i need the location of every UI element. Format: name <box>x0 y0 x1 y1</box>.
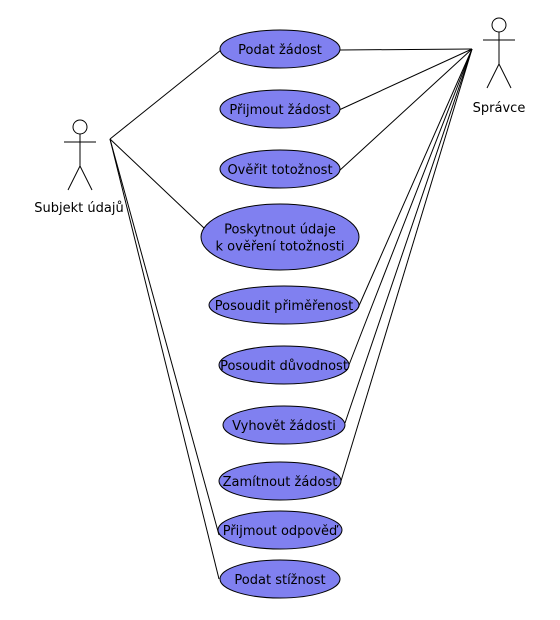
use-case-ellipse <box>219 89 341 129</box>
use-case-label: Podat žádost <box>238 43 322 58</box>
use-case-label: k ověření totožnosti <box>216 240 345 255</box>
use-case-posoudit-primerenost: Posoudit přiměřenost <box>208 285 360 325</box>
association-line-subject-prijmout-odpoved <box>109 138 220 536</box>
use-case-podat-stiznost: Podat stížnost <box>219 559 341 599</box>
use-case-label: Ověřit totožnost <box>227 163 332 178</box>
use-case-ellipse <box>218 345 350 385</box>
association-line-controller-prijmout-zadost <box>338 48 473 111</box>
actor-controller: Správce <box>473 17 526 116</box>
use-case-ellipse <box>219 559 341 599</box>
association-line-subject-podat-stiznost <box>109 138 220 580</box>
use-case-label: Posoudit důvodnost <box>220 359 348 374</box>
use-case-ellipse <box>222 405 346 445</box>
use-case-vyhovet-zadosti: Vyhovět žádosti <box>222 405 346 445</box>
use-case-label: Podat stížnost <box>234 573 325 588</box>
association-line-controller-posoudit-duvodnost <box>346 48 473 371</box>
use-case-zamitnout-zadost: Zamítnout žádost <box>218 461 342 501</box>
use-case-ellipse <box>200 203 360 271</box>
association-line-subject-podat-zadost <box>109 49 222 140</box>
use-case-label: Zamítnout žádost <box>223 475 338 490</box>
use-case-overit-totoznost: Ověřit totožnost <box>219 149 341 189</box>
use-case-poskytnout-udaje: Poskytnout údaje k ověření totožnosti <box>200 203 360 271</box>
use-case-prijmout-zadost: Přijmout žádost <box>219 89 341 129</box>
association-line-controller-zamitnout-zadost <box>340 48 473 482</box>
association-line-subject-poskytnout-udaje <box>109 138 205 229</box>
use-case-prijmout-odpoved: Přijmout odpověď <box>217 510 343 550</box>
use-case-label: Posoudit přiměřenost <box>215 299 353 314</box>
association-line-controller-posoudit-primerenost <box>357 48 473 309</box>
use-case-ellipse <box>217 510 343 550</box>
stick-figure-icon <box>64 119 96 191</box>
association-line-controller-overit-totoznost <box>338 48 473 172</box>
use-case-ellipse <box>218 461 342 501</box>
use-case-podat-zadost: Podat žádost <box>219 29 341 69</box>
association-line-controller-vyhovet-zadosti <box>344 48 473 424</box>
use-case-posoudit-duvodnost: Posoudit důvodnost <box>218 345 350 385</box>
use-case-label: Přijmout odpověď <box>223 524 339 539</box>
use-case-label: Poskytnout údaje <box>224 223 336 238</box>
use-case-ellipse <box>208 285 360 325</box>
association-line-controller-podat-zadost <box>339 48 473 51</box>
actor-subject: Subjekt údajů <box>34 119 124 216</box>
association-lines <box>109 48 473 580</box>
use-case-ellipse <box>219 29 341 69</box>
use-case-label: Vyhovět žádosti <box>232 419 336 434</box>
actor-controller-label: Správce <box>473 101 526 116</box>
actor-subject-label: Subjekt údajů <box>34 201 123 216</box>
use-case-label: Přijmout žádost <box>229 103 330 118</box>
stick-figure-icon <box>483 17 515 89</box>
use-case-ellipse <box>219 149 341 189</box>
